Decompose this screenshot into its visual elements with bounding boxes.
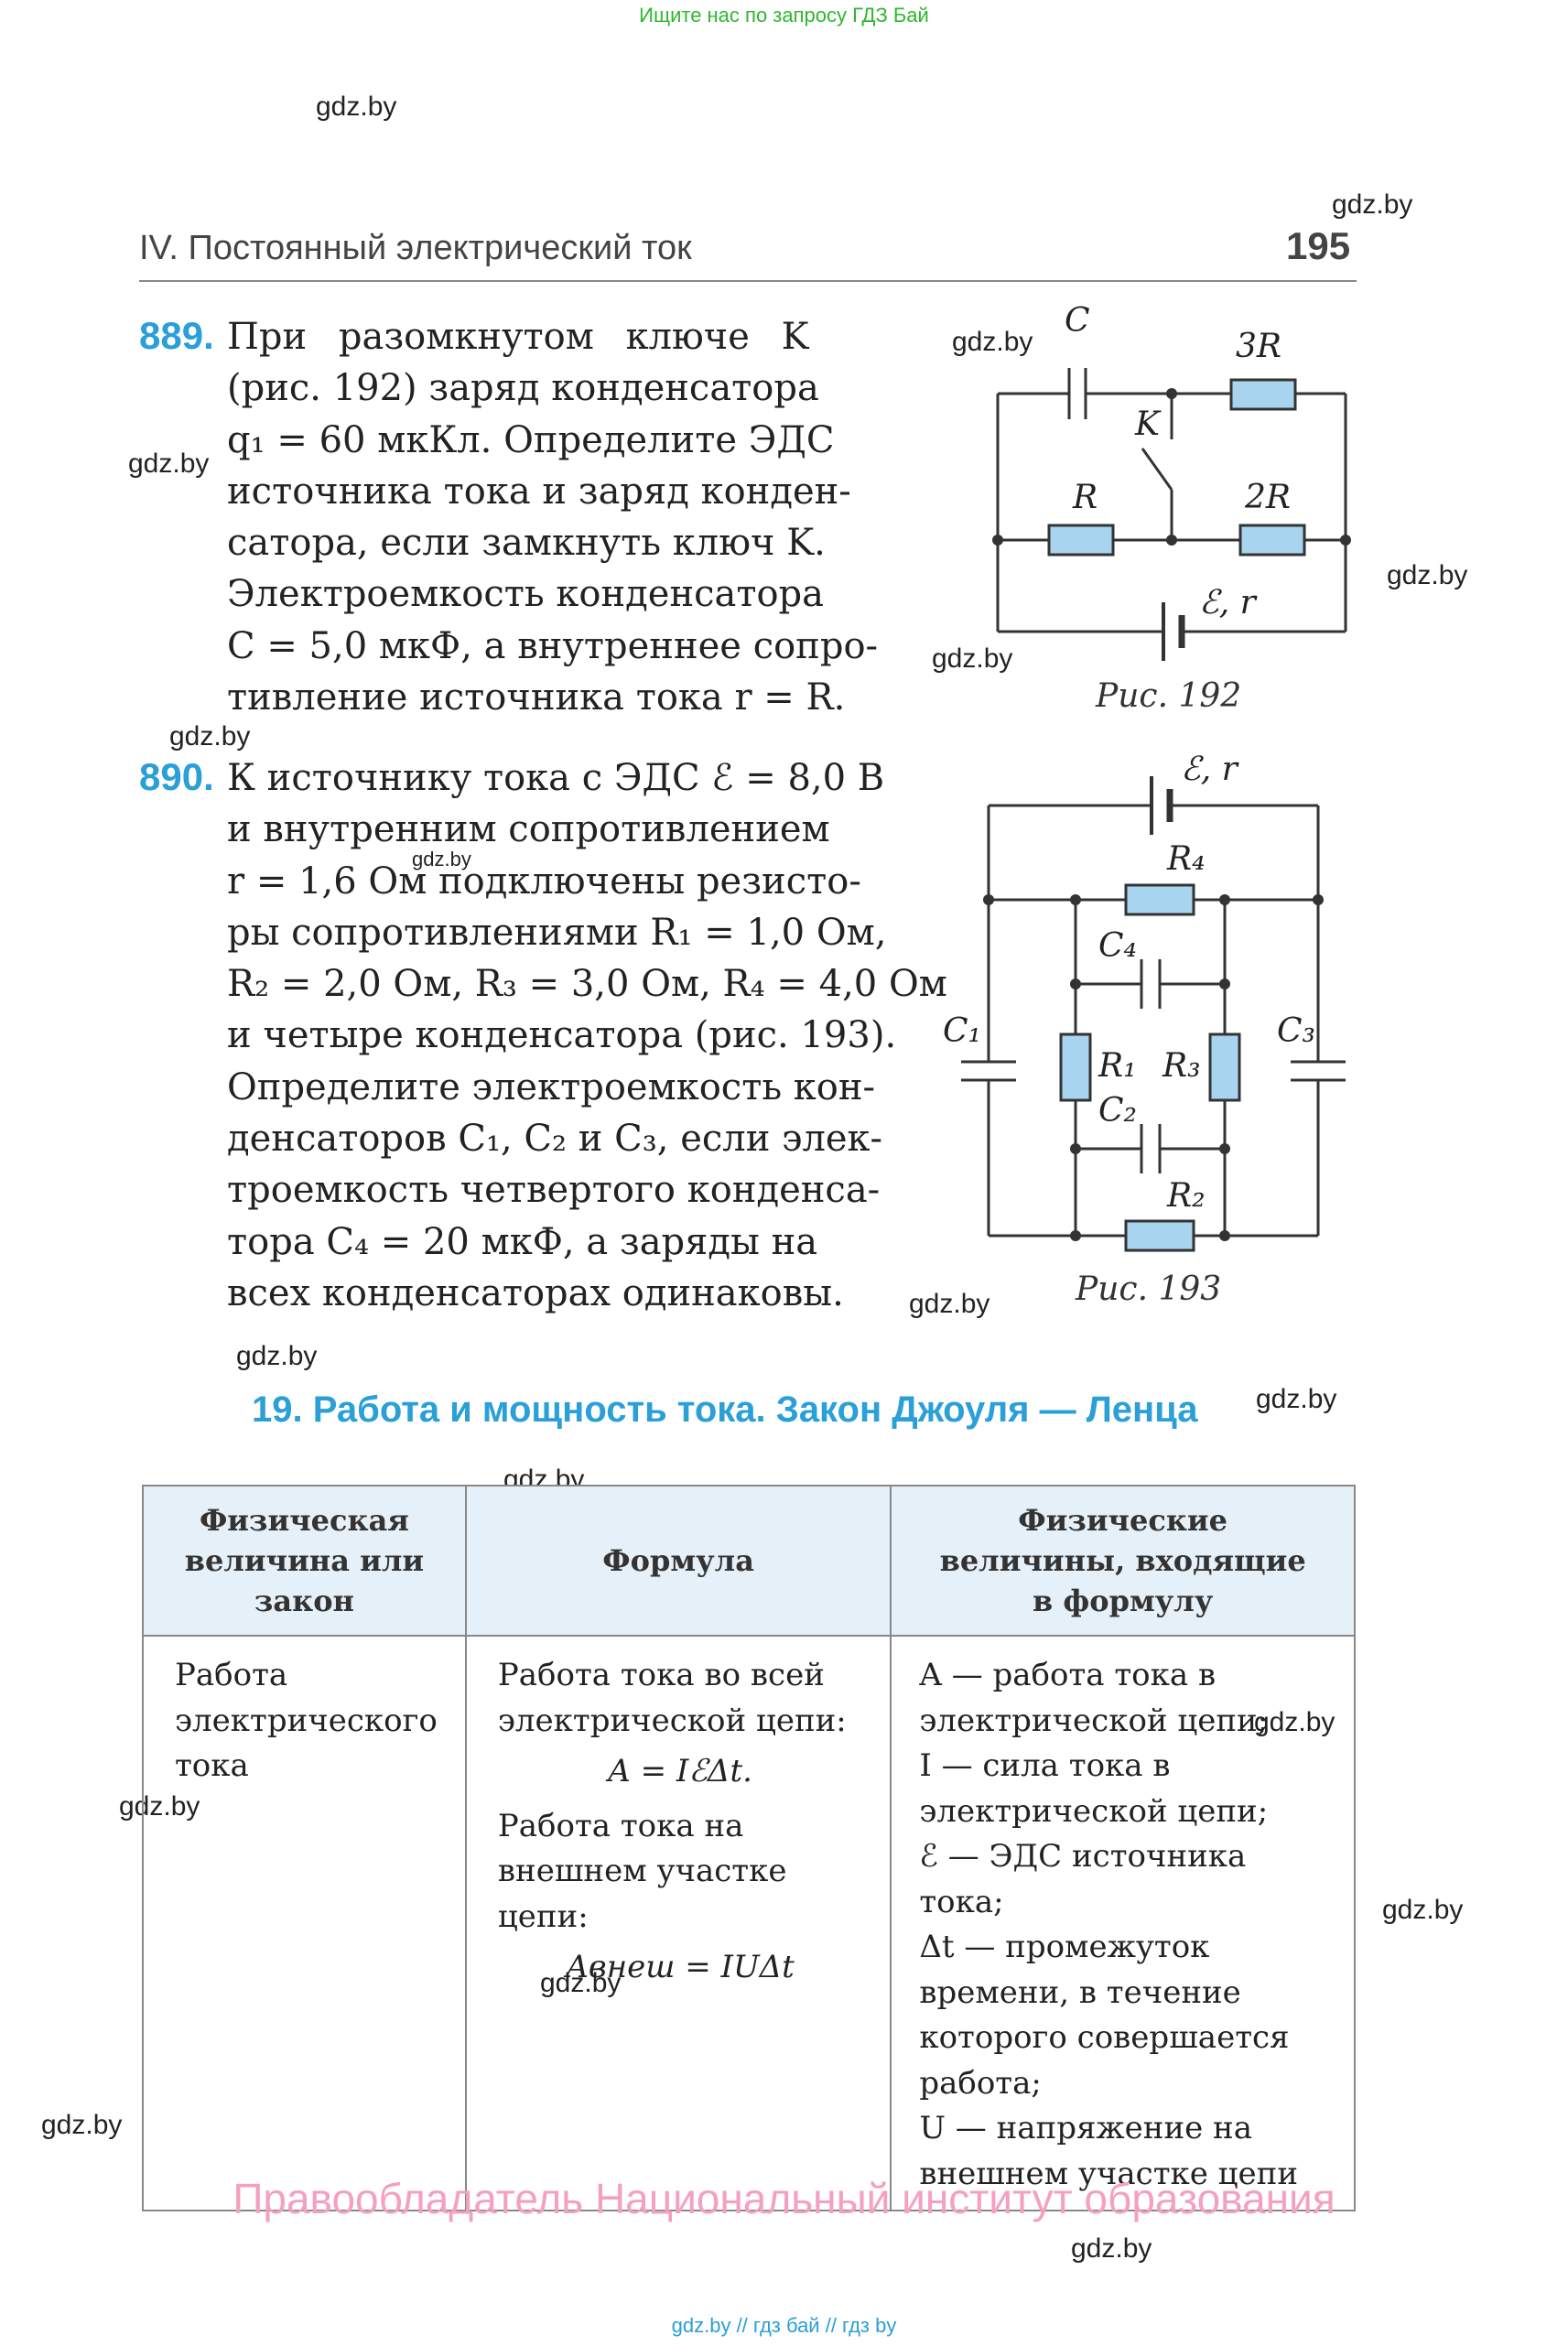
label-emf: ℰ, r: [1199, 584, 1258, 622]
label-c: C: [1065, 302, 1090, 340]
text-line: тора C₄ = 20 мкФ, а заряды на: [227, 1220, 818, 1263]
page-number: 195: [1286, 224, 1351, 267]
problem-text: При разомкнутом ключе K (рис. 192) заряд…: [227, 311, 909, 723]
table-header: Физические величины, входящие в формулу: [890, 1485, 1356, 1637]
text-line: и внутренним сопротивлением: [227, 808, 830, 851]
label-emf: ℰ, r: [1181, 751, 1239, 788]
label-2r: 2R: [1244, 479, 1291, 516]
watermark: gdz.by: [236, 1341, 318, 1371]
text-line: r = 1,6 Ом подключены резисто-: [227, 859, 861, 903]
formula-description: Работа тока во всей электрической цепи:: [497, 1657, 847, 1739]
label-3r: 3R: [1236, 328, 1281, 365]
label-c3: C₃: [1277, 1012, 1315, 1050]
variable-item: U — напряжение на внешнем участке цепи: [919, 2110, 1298, 2192]
watermark: gdz.by: [316, 92, 397, 122]
watermark: gdz.by: [1332, 189, 1413, 220]
header-divider: [139, 280, 1357, 282]
text-line: При разомкнутом ключе K: [227, 316, 809, 358]
text-line: источника тока и заряд конден-: [227, 470, 851, 513]
label-r: R: [1072, 479, 1098, 516]
text-line: ры сопротивлениями R₁ = 1,0 Ом,: [227, 911, 887, 954]
table-cell: Работа электрического тока: [142, 1635, 467, 2211]
watermark: gdz.by: [169, 721, 251, 751]
section-title: 19. Работа и мощность тока. Закон Джоуля…: [252, 1389, 1198, 1430]
variable-item: Δt — промежуток времени, в течение котор…: [919, 1929, 1290, 2102]
quantity-name: Работа электрического тока: [175, 1657, 438, 1784]
label-r3: R₃: [1162, 1047, 1201, 1085]
watermark: gdz.by: [1387, 560, 1468, 590]
label-r2: R₂: [1166, 1177, 1206, 1215]
text-line: (рис. 192) заряд конденсатора: [227, 367, 819, 410]
problem-number: 890.: [139, 755, 214, 798]
label-r1: R₁: [1098, 1047, 1137, 1085]
top-banner[interactable]: Ищите нас по запросу ГДЗ Бай: [639, 4, 929, 27]
table-header-row: Физическая величина или закон Формула Фи…: [142, 1485, 1356, 1637]
formula: Aвнеш = IUΔt: [566, 1949, 795, 1985]
copyright-notice: Правообладатель Национальный институт об…: [232, 2175, 1336, 2222]
text-line: Электроемкость конденсатора: [227, 573, 825, 616]
watermark: gdz.by: [909, 1289, 990, 1319]
formula: A = IℰΔt.: [608, 1753, 752, 1789]
table-header: Физическая величина или закон: [142, 1485, 467, 1637]
text-line: q₁ = 60 мкКл. Определите ЭДС: [227, 418, 835, 461]
problem-number: 889.: [139, 314, 214, 357]
text-line: троемкость четвертого конденса-: [227, 1169, 881, 1212]
footer-links[interactable]: gdz.by // гдз бай // гдз by: [671, 2314, 897, 2337]
text-line: сатора, если замкнуть ключ K.: [227, 522, 826, 565]
text-line: Определите электроемкость кон-: [227, 1065, 876, 1108]
text-line: и четыре конденсатора (рис. 193).: [227, 1014, 897, 1057]
label-r4: R₄: [1166, 840, 1206, 878]
table-cell: A — работа тока в электрической цепи; I …: [890, 1635, 1356, 2211]
text-line: C = 5,0 мкФ, а внутреннее сопро-: [227, 624, 879, 667]
watermark: gdz.by: [1382, 1895, 1464, 1925]
watermark: gdz.by: [932, 643, 1013, 674]
text-line: тивление источника тока r = R.: [227, 676, 846, 719]
watermark: gdz.by: [128, 449, 210, 479]
figure-193-circuit: ℰ, r R₄ C₄ C₁ R₁ R₃ C₃ C₂ R₂: [943, 751, 1346, 1252]
label-c1: C₁: [943, 1012, 981, 1050]
variable-item: I — сила тока в электрической цепи;: [919, 1747, 1269, 1830]
text-line: R₂ = 2,0 Ом, R₃ = 3,0 Ом, R₄ = 4,0 Ом: [227, 963, 947, 1006]
watermark: gdz.by: [1071, 2233, 1152, 2264]
figure-192-circuit: C 3R K R 2R ℰ, r: [992, 302, 1351, 661]
text-line: денсаторов C₁, C₂ и C₃, если элек-: [227, 1118, 883, 1161]
variable-item: ℰ — ЭДС источника тока;: [919, 1838, 1247, 1920]
label-c4: C₄: [1098, 927, 1137, 965]
variable-item: A — работа тока в электрической цепи;: [919, 1657, 1269, 1739]
problem-text: К источнику тока с ЭДС ℰ = 8,0 В и внутр…: [227, 752, 947, 1319]
figure-caption: Рис. 192: [1096, 677, 1242, 715]
table-cell: Работа тока во всей электрической цепи: …: [464, 1635, 892, 2211]
watermark: gdz.by: [952, 327, 1033, 357]
watermark: gdz.by: [412, 848, 471, 870]
label-c2: C₂: [1098, 1092, 1137, 1130]
table-header: Формула: [464, 1485, 892, 1637]
table-row: Работа электрического тока Работа тока в…: [142, 1635, 1356, 2211]
watermark: gdz.by: [41, 2110, 123, 2140]
label-k: K: [1134, 405, 1162, 443]
chapter-title: IV. Постоянный электрический ток: [139, 229, 692, 267]
watermark: gdz.by: [1256, 1384, 1337, 1414]
text-line: всех конденсаторах одинаковы.: [227, 1271, 844, 1314]
formula-table: Физическая величина или закон Формула Фи…: [142, 1485, 1356, 2211]
formula-description: Работа тока на внешнем участке цепи:: [497, 1807, 787, 1935]
figure-caption: Рис. 193: [1076, 1270, 1222, 1308]
text-line: К источнику тока с ЭДС ℰ = 8,0 В: [227, 757, 885, 799]
